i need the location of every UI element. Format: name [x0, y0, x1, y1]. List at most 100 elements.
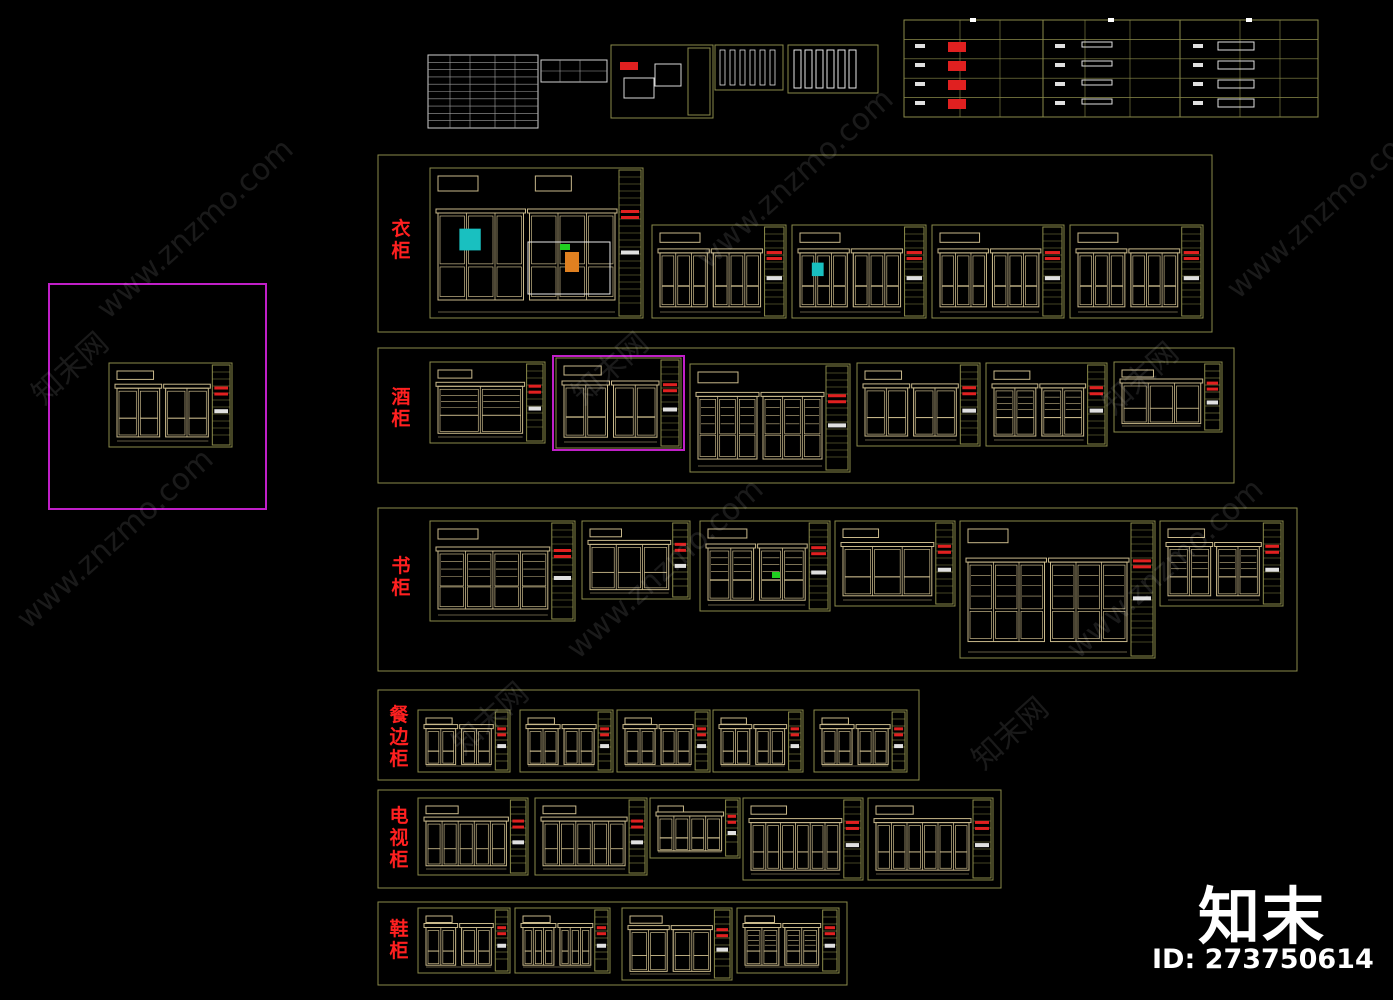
cabinet-drawer-panel [803, 950, 818, 965]
title-block-mark [674, 542, 686, 546]
handle-icon-plate [1217, 98, 1255, 108]
title-block-mark [600, 744, 609, 749]
title-block-mark [1206, 387, 1218, 391]
title-block [618, 169, 642, 317]
cabinet-drawer-panel [1190, 576, 1210, 595]
plan-view [437, 175, 479, 192]
title-block [594, 909, 609, 972]
drawing-sheet [429, 361, 546, 444]
plan-view [993, 370, 1031, 380]
category-label-tv: 电 视 柜 [389, 805, 409, 871]
column-profile [826, 49, 835, 89]
cabinet-door-panel [1077, 564, 1100, 610]
cabinet-door-panel [1043, 390, 1062, 418]
cabinet-drawer-panel [691, 837, 705, 850]
cabinet-door-panel [761, 550, 781, 581]
title-block [935, 522, 954, 605]
cabinet-door-panel [443, 823, 457, 850]
drawing-sheet [689, 363, 851, 473]
handle-icon-red [948, 42, 966, 52]
cabinet-cornice [658, 724, 694, 730]
title-block-mark [962, 386, 976, 390]
title-block-mark [553, 576, 571, 580]
title-block-mark [824, 926, 835, 930]
cabinet-cornice [540, 816, 628, 822]
cabinet-door-panel [924, 825, 937, 853]
cabinet-elevation [697, 395, 758, 460]
cabinet-drawer-panel [915, 417, 934, 435]
handle-icon-bar [1081, 98, 1113, 105]
cabinet-door-panel [582, 930, 590, 952]
cabinet-drawer-panel [491, 848, 505, 865]
title-block [808, 522, 829, 610]
cabinet-cornice [163, 383, 211, 389]
cabinet-drawer-panel [610, 848, 624, 865]
cabinet-door-panel [427, 823, 441, 850]
title-block-mark [727, 831, 736, 835]
cabinet-drawer-panel [427, 848, 441, 865]
title-block-mark [497, 926, 506, 930]
cabinet-door-panel [995, 390, 1014, 418]
plan-view [425, 915, 453, 923]
title-block-mark [1183, 251, 1199, 255]
cabinet-door-panel [972, 255, 985, 286]
cabinet-drawer-panel [661, 285, 675, 306]
cabinet-drawer-panel [582, 950, 590, 965]
plan-view [437, 528, 479, 540]
cabinet-drawer-panel [803, 434, 821, 457]
title-block-mark [1044, 276, 1060, 281]
cabinet-drawer-panel [936, 417, 955, 435]
cabinet-door-panel [994, 255, 1007, 286]
cabinet-cornice [862, 383, 911, 389]
cabinet-drawer-panel [442, 950, 454, 965]
cabinet-door-panel [496, 215, 522, 265]
brand-logo: 知末 [1198, 880, 1327, 953]
cabinet-door-panel [529, 731, 542, 752]
cabinet-drawer-panel [677, 285, 690, 306]
cabinet-cornice [435, 381, 526, 387]
cabinet-cornice [753, 724, 788, 730]
title-block [822, 909, 838, 972]
cabinet-door-panel [746, 255, 759, 286]
wardrobe-color-accent [560, 244, 570, 250]
title-block-mark [1133, 565, 1151, 569]
cabinet-drawer-panel [957, 285, 970, 306]
cabinet-cornice [520, 923, 557, 928]
cabinet-door-panel [442, 930, 454, 952]
cabinet-drawer-panel [893, 851, 906, 869]
cabinet-door-panel [561, 930, 569, 952]
cabinet-door-panel [544, 731, 557, 752]
cabinet-cornice [561, 724, 597, 730]
cabinet-drawer-panel [494, 586, 519, 608]
cabinet-drawer-panel [955, 851, 968, 869]
cabinet-door-panel [677, 255, 690, 286]
cabinet-door-panel [1169, 549, 1188, 577]
cabinet-drawer-panel [1163, 285, 1177, 306]
cabinet-drawer-panel [1020, 611, 1043, 639]
cabinet-door-panel [803, 399, 821, 435]
cabinet-drawer-panel [478, 750, 490, 764]
plan-view [864, 370, 903, 380]
cabinet-door-panel [591, 547, 615, 573]
title-block-mark [1265, 567, 1279, 572]
handle-icon-red [948, 61, 966, 71]
title-block [597, 711, 612, 771]
cabinet-drawer-panel [823, 750, 836, 764]
title-block-mark [621, 210, 639, 213]
title-block-mark [697, 727, 706, 731]
cabinet-door-panel [691, 818, 705, 839]
title-block-mark [975, 843, 989, 848]
cabinet-drawer-panel [1016, 417, 1035, 435]
cabinet-door-panel [782, 825, 794, 853]
title-block-mark [1133, 596, 1151, 601]
cabinet-door-panel [746, 930, 761, 952]
title-block-mark [811, 552, 826, 556]
cabinet-drawer-panel [903, 576, 931, 595]
title-block-mark [828, 394, 846, 398]
cabinet-drawer-panel [1176, 407, 1200, 423]
profile-sheet [714, 44, 784, 91]
title-block-mark [962, 392, 976, 396]
cabinet-drawer-panel [844, 576, 871, 595]
cabinet-cornice [525, 724, 561, 730]
